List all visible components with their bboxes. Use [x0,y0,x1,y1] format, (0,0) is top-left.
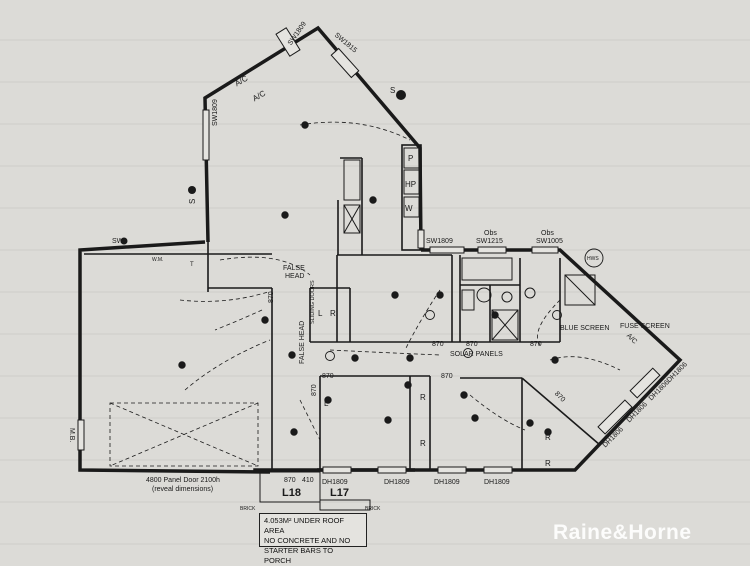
label-false-head-v: FALSE HEAD [299,321,306,364]
note-line-1: 4.053M² UNDER ROOF AREA [264,516,345,535]
label-r-1: R [330,309,336,318]
label-w: W [405,204,413,213]
label-hws: HWS [587,256,599,262]
label-false-head-2: HEAD [285,273,304,280]
label-sw-left: SW [112,238,124,245]
porch-note: 4.053M² UNDER ROOF AREA NO CONCRETE AND … [259,513,367,565]
label-false-head-1: FALSE [283,265,305,272]
label-sliding-doors: SLIDING DOORS [310,280,316,324]
label-t: T [190,262,194,268]
exhaust-fans [325,248,604,361]
wiring-lines [179,121,621,441]
label-870-c: 870 [466,341,478,348]
label-dh1809-a: DH1809 [322,479,348,486]
label-brick-1: BRICK [240,506,256,512]
label-sw1809-left: SW1809 [212,99,219,126]
label-870-e: 870 [322,373,334,380]
label-l17: L17 [330,487,349,499]
ceiling-lights [178,121,559,436]
label-s-right: S [390,86,395,95]
label-r-2: R [420,393,426,402]
porch [259,471,371,511]
label-sw1215: SW1215 [476,238,503,245]
garage-door [109,402,259,467]
label-870-b: 870 [432,341,444,348]
label-dh1809-b: DH1809 [384,479,410,486]
label-obs-2: Obs [541,230,554,237]
label-r-5: R [545,433,551,442]
label-870-door: 870 [284,477,296,484]
label-sw1809-mid: SW1809 [426,238,453,245]
label-l-2: L [324,399,329,408]
label-870-d: 870 [530,341,542,348]
brand-watermark: Raine&Horne [553,521,692,544]
label-870-g: 870 [311,384,318,396]
label-dh1809-d: DH1809 [484,479,510,486]
label-870-a: 870 [268,291,275,303]
windows [77,27,661,474]
label-blue-screen: BLUE SCREEN [560,325,609,332]
label-dh1809-c: DH1809 [434,479,460,486]
label-sw1005: SW1005 [536,238,563,245]
label-r-4: R [545,459,551,468]
label-garage-door-2: (reveal dimensions) [152,486,213,493]
kitchen-appliances [343,147,420,234]
label-fuse-screen: FUSE SCREEN [620,323,670,330]
internal-walls [84,144,601,470]
label-wm: W.M. [152,257,163,263]
label-r-3: R [420,439,426,448]
label-brick-2: BRICK [365,506,381,512]
label-870-h: 870 [553,390,566,403]
label-l18: L18 [282,487,301,499]
label-p: P [408,154,413,163]
label-obs-1: Obs [484,230,497,237]
label-410: 410 [302,477,314,484]
label-ac-top: A/C [233,74,249,89]
label-mb: M.B. [68,428,75,442]
plan-labels: SW1809 SW1815 SW1809 A/C A/C S S SW P HP… [68,21,689,512]
label-s-left: S [188,199,197,204]
label-hp: HP [405,180,416,189]
label-ac-top2: A/C [251,89,267,104]
label-solar-panels: SOLAR PANELS [450,351,503,358]
note-line-2: NO CONCRETE AND NO [264,536,351,545]
label-l-1: L [318,309,323,318]
label-garage-door-1: 4800 Panel Door 2100h [146,477,220,484]
note-line-3: STARTER BARS TO PORCH [264,546,334,565]
label-870-f: 870 [441,373,453,380]
smoke-detectors [120,90,406,245]
